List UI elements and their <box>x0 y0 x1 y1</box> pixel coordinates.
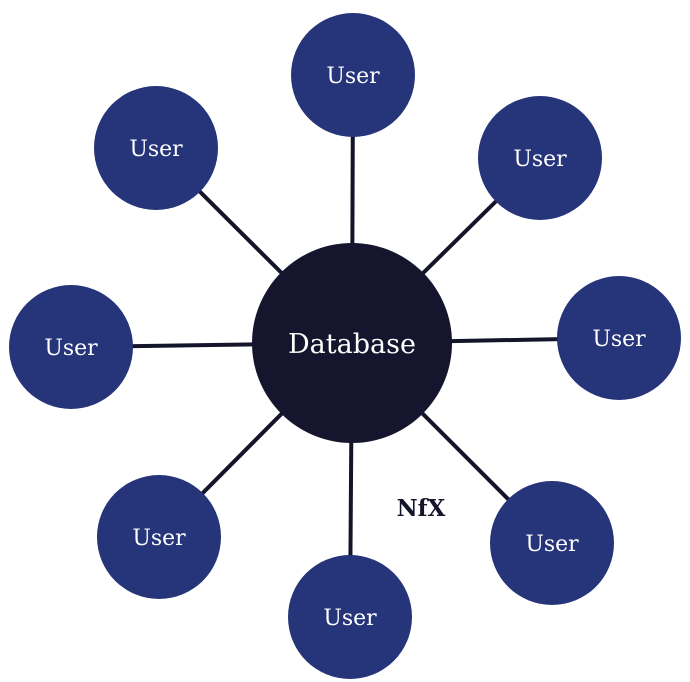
user-circle <box>490 481 614 605</box>
user-node-top-right: User <box>478 96 602 220</box>
user-node-left: User <box>9 285 133 409</box>
user-label: User <box>592 327 646 352</box>
user-label: User <box>326 64 380 89</box>
user-label: User <box>513 147 567 172</box>
user-circle <box>557 276 681 400</box>
user-node-top: User <box>291 13 415 137</box>
user-circle <box>97 475 221 599</box>
user-label: User <box>323 606 377 631</box>
database-node: Database <box>252 243 452 443</box>
user-node-right: User <box>557 276 681 400</box>
user-node-bottom-left: User <box>97 475 221 599</box>
database-label: Database <box>288 329 416 360</box>
user-label: User <box>44 336 98 361</box>
user-circle <box>288 555 412 679</box>
user-circle <box>291 13 415 137</box>
user-node-bottom: User <box>288 555 412 679</box>
user-circle <box>94 86 218 210</box>
user-circle <box>9 285 133 409</box>
user-label: User <box>129 137 183 162</box>
user-label: User <box>525 532 579 557</box>
nfx-logo: NfX <box>397 495 446 522</box>
user-label: User <box>132 526 186 551</box>
user-node-bottom-right: User <box>490 481 614 605</box>
user-node-top-left: User <box>94 86 218 210</box>
user-circle <box>478 96 602 220</box>
database-circle <box>252 243 452 443</box>
